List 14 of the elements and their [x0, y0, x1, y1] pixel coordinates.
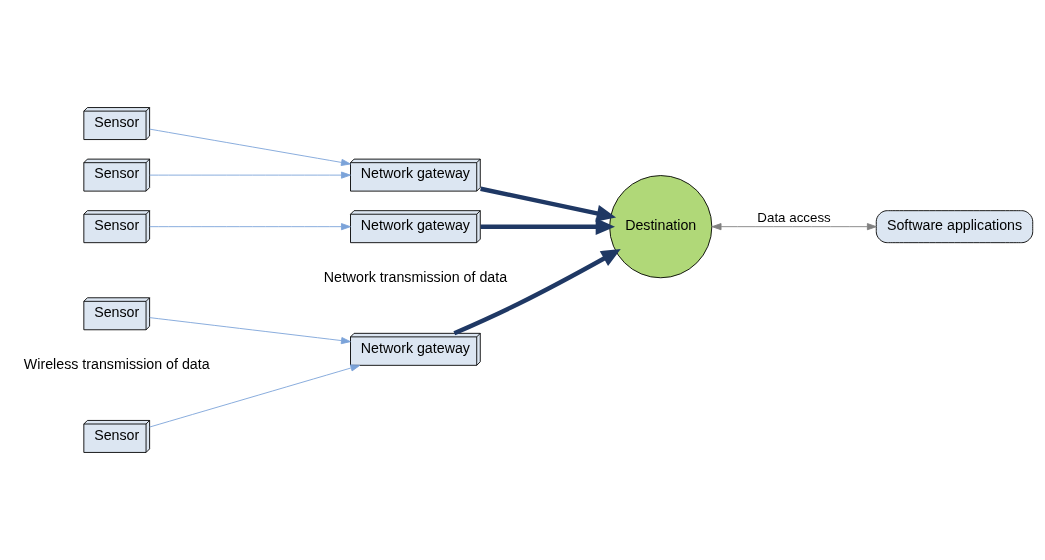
arrow	[480, 186, 617, 222]
arrow	[149, 171, 351, 179]
arrow	[711, 223, 877, 231]
node-box: Software applications	[875, 210, 1034, 244]
edge-label: Data access	[757, 210, 831, 226]
arrow	[149, 223, 351, 231]
node-circle: Destination	[609, 175, 713, 279]
label: Wireless transmission of data	[23, 355, 210, 372]
arrow	[149, 317, 351, 345]
arrow	[149, 364, 361, 428]
arrow	[480, 218, 615, 236]
arrow	[453, 249, 621, 336]
arrow	[149, 128, 351, 166]
label: Network transmission of data	[323, 268, 508, 285]
